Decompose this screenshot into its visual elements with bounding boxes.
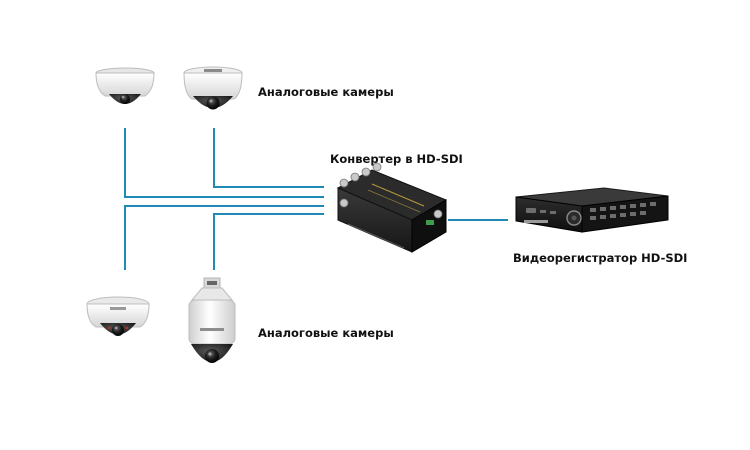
bottom-cameras-label: Аналоговые камеры	[258, 326, 394, 340]
cable-top-right-camera	[213, 128, 324, 188]
cable-top-left-camera	[124, 128, 324, 198]
dome-camera-icon	[183, 66, 243, 110]
converter-box-icon	[336, 162, 448, 253]
cables	[124, 128, 508, 270]
top-cameras-label: Аналоговые камеры	[258, 85, 394, 99]
dome-camera-icon	[95, 67, 155, 104]
ptz-camera-icon	[188, 277, 236, 363]
cable-bottom-right-camera	[213, 213, 324, 270]
dome-camera-icon	[86, 296, 150, 336]
converter-label: Конвертер в HD-SDI	[330, 152, 463, 166]
cable-bottom-left-camera	[124, 205, 324, 270]
dvr-recorder-icon	[515, 187, 669, 233]
dvr-label: Видеорегистратор HD-SDI	[513, 251, 688, 265]
